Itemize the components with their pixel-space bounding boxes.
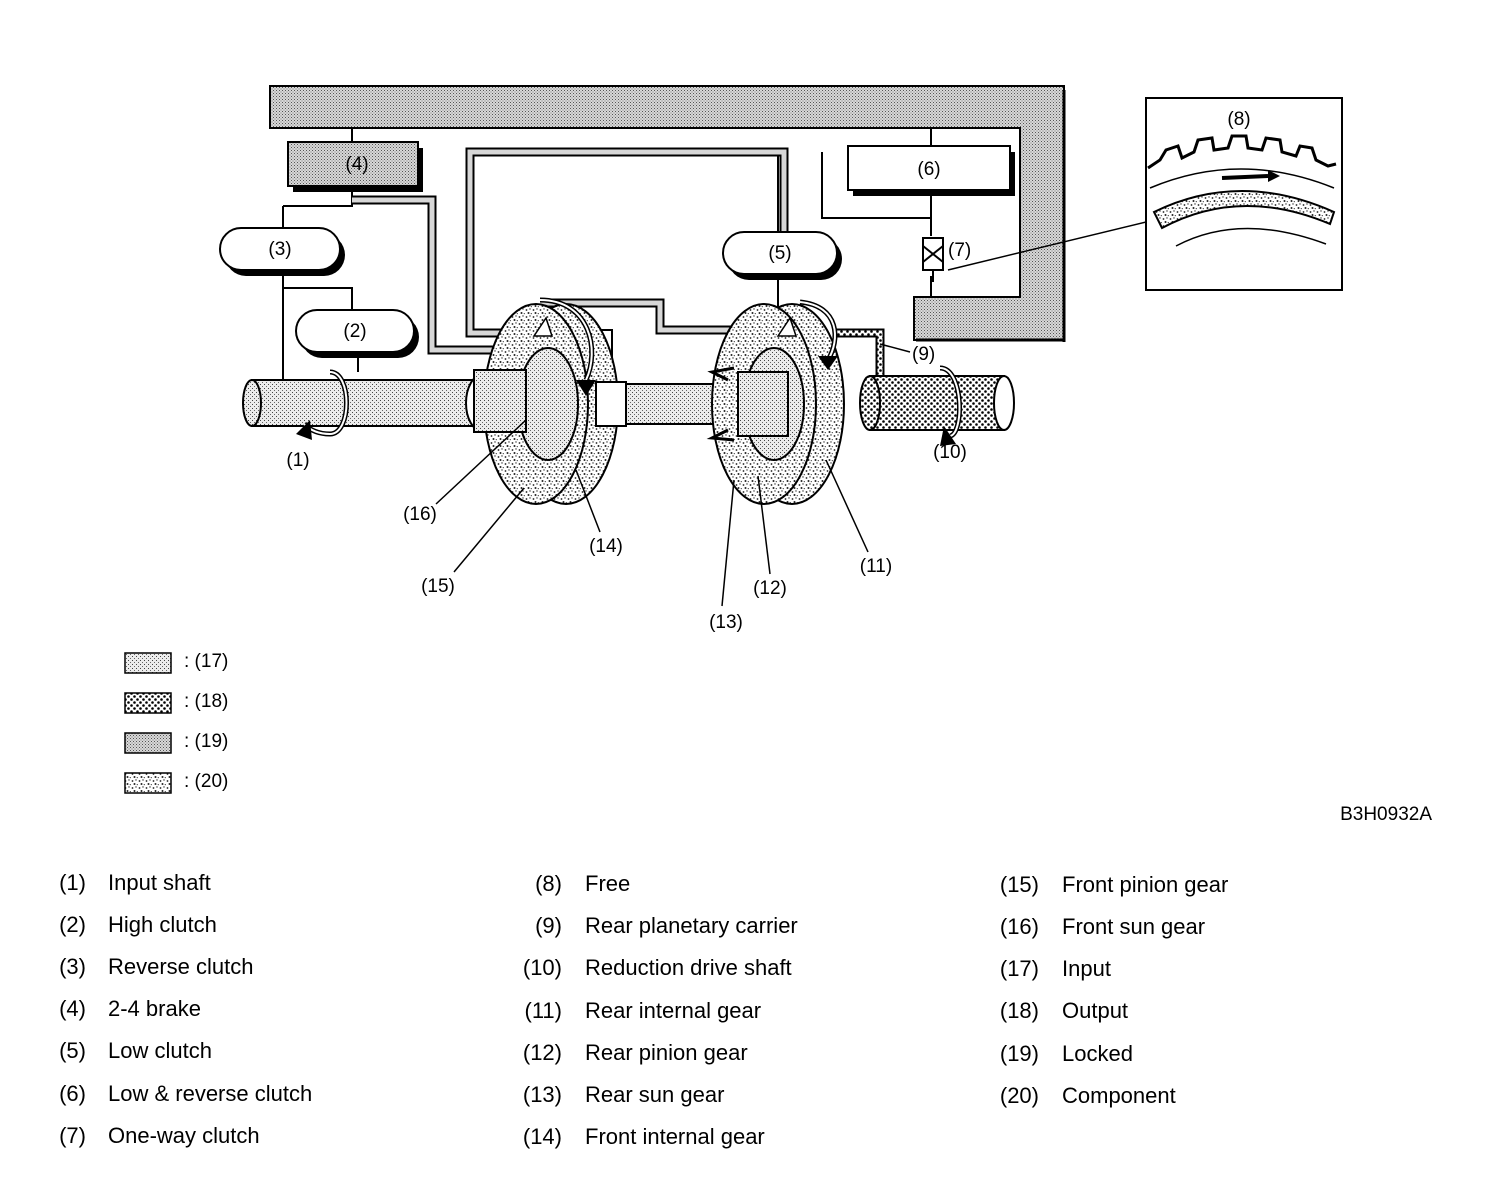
callout-3: (3) — [268, 239, 291, 260]
legend-swatch-output — [124, 692, 172, 714]
callout-4: (4) — [345, 154, 368, 175]
key-num: (17) — [999, 956, 1039, 981]
key-name: Input — [1062, 956, 1111, 981]
key-num: (6) — [59, 1081, 86, 1106]
key-name: Reduction drive shaft — [585, 955, 792, 980]
callout-10: (10) — [933, 442, 967, 463]
key-num: (16) — [999, 914, 1039, 939]
key-name: Low & reverse clutch — [108, 1081, 313, 1106]
key-num: (15) — [999, 872, 1039, 897]
legend-label-component: : (20) — [184, 771, 229, 792]
legend-label-locked: : (19) — [184, 731, 229, 752]
callout-11: (11) — [860, 556, 892, 577]
one-way-clutch: (7) — [922, 237, 971, 282]
connection-lines — [282, 128, 932, 380]
key-name: Front sun gear — [1062, 914, 1206, 939]
clutch-low-reverse: (6) — [847, 145, 1015, 196]
key-name: One-way clutch — [108, 1123, 260, 1148]
clutch-reverse: (3) — [219, 227, 345, 276]
clutch-low: (5) — [722, 231, 842, 280]
key-num: (14) — [522, 1124, 562, 1149]
key-name: Rear internal gear — [585, 998, 762, 1023]
key-num: (13) — [522, 1082, 562, 1107]
legend-label-output: : (18) — [184, 691, 229, 712]
key-name: Locked — [1062, 1041, 1133, 1066]
brake-24: (4) — [287, 141, 423, 192]
rear-planetary-set — [706, 299, 845, 505]
key-name: Input shaft — [108, 870, 211, 895]
key-num: (18) — [999, 998, 1039, 1023]
legend-item-locked: : (19) — [124, 730, 284, 756]
callout-6: (6) — [917, 159, 940, 180]
front-planetary-set — [473, 297, 619, 505]
legend-swatch-input — [124, 652, 172, 674]
key-name: Reverse clutch — [108, 954, 254, 979]
key-name: Rear planetary carrier — [585, 913, 798, 938]
legend-label-input: : (17) — [184, 651, 229, 672]
callout-2: (2) — [343, 321, 366, 342]
callout-12: (12) — [753, 578, 787, 599]
callout-9: (9) — [912, 344, 935, 365]
key-num: (8) — [535, 871, 562, 896]
key-name: 2-4 brake — [108, 996, 201, 1021]
key-num: (2) — [59, 912, 86, 937]
clutch-high: (2) — [295, 309, 419, 358]
callout-16: (16) — [403, 504, 437, 525]
callout-1: (1) — [286, 450, 309, 471]
key-name: Free — [585, 871, 631, 896]
key-num: (11) — [524, 998, 563, 1023]
key-num: (20) — [999, 1083, 1039, 1108]
callout-13: (13) — [709, 612, 743, 633]
key-name: Rear sun gear — [585, 1082, 725, 1107]
figure-code: B3H0932A — [1340, 804, 1432, 825]
key-num: (9) — [535, 913, 562, 938]
leader-one-way-clutch — [947, 221, 1147, 271]
callout-5: (5) — [768, 243, 791, 264]
legend-item-component: : (20) — [124, 770, 284, 796]
transmission-case — [269, 85, 1066, 342]
input-paths — [352, 147, 885, 380]
callout-7: (7) — [948, 240, 971, 261]
key-name: High clutch — [108, 912, 217, 937]
key-name: Rear pinion gear — [585, 1040, 748, 1065]
key-name: Front internal gear — [585, 1124, 765, 1149]
key-num: (3) — [59, 954, 86, 979]
key-name: Front pinion gear — [1062, 872, 1229, 897]
callout-8: (8) — [1227, 109, 1250, 130]
key-num: (10) — [522, 955, 562, 980]
leader-lines — [435, 343, 911, 607]
key-name: Low clutch — [108, 1038, 212, 1063]
callout-14: (14) — [589, 536, 623, 557]
key-num: (1) — [59, 870, 86, 895]
input-shaft: (1) — [242, 369, 499, 471]
key-num: (7) — [59, 1123, 86, 1148]
callout-15: (15) — [421, 576, 455, 597]
legend-item-input: : (17) — [124, 650, 284, 676]
legend-item-output: : (18) — [124, 690, 284, 716]
key-name: Output — [1062, 998, 1129, 1023]
key-name: Component — [1062, 1083, 1176, 1108]
legend-swatch-locked — [124, 732, 172, 754]
key-num: (4) — [59, 996, 86, 1021]
key-num: (19) — [999, 1041, 1039, 1066]
key-num: (12) — [522, 1040, 562, 1065]
legend-swatch-component — [124, 772, 172, 794]
inset-free: (8) — [1145, 97, 1343, 291]
key-num: (5) — [59, 1038, 86, 1063]
reduction-drive-shaft: (10) — [859, 365, 1015, 463]
